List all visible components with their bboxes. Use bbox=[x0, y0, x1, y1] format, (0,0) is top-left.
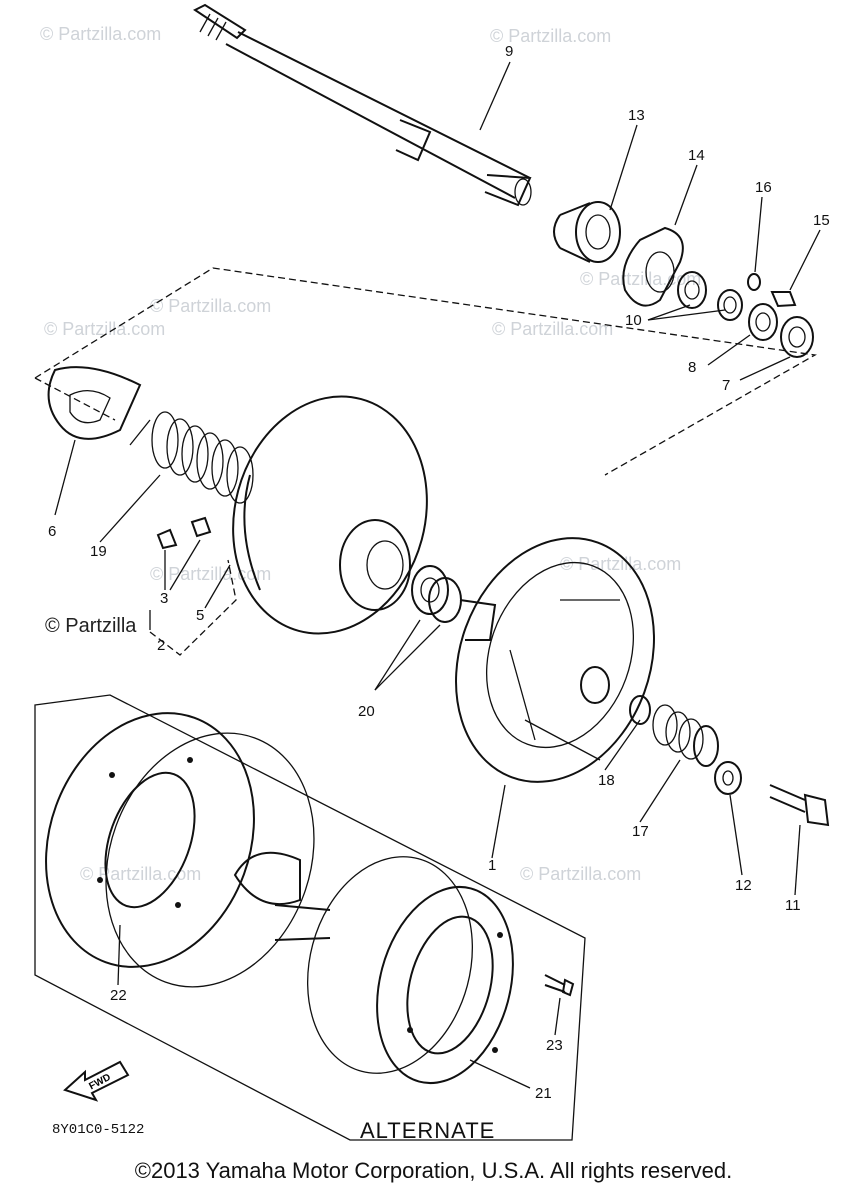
watermark: © Partzilla.com bbox=[40, 24, 161, 44]
part-label: 17 bbox=[632, 823, 649, 840]
part-label: 9 bbox=[505, 43, 513, 60]
watermark: © Partzilla.com bbox=[150, 564, 271, 584]
alternate-outline bbox=[34, 694, 586, 1141]
part-label: 1 bbox=[488, 857, 496, 874]
shaft bbox=[193, 3, 532, 207]
alternate-disc bbox=[45, 712, 315, 988]
part-label: 6 bbox=[48, 523, 56, 540]
copyright-notice: ©2013 Yamaha Motor Corporation, U.S.A. A… bbox=[134, 1158, 733, 1183]
part-label: 22 bbox=[110, 987, 127, 1004]
part-label: 13 bbox=[628, 107, 645, 124]
watermark: © Partzilla.com bbox=[490, 26, 611, 46]
cam bbox=[47, 366, 142, 440]
outline-segment bbox=[34, 377, 116, 421]
part-label: 11 bbox=[785, 897, 801, 914]
leader-lines bbox=[54, 61, 821, 1089]
part-label: 8 bbox=[688, 359, 696, 376]
part-label: 14 bbox=[688, 147, 705, 164]
alternate-label: ALTERNATE bbox=[360, 1118, 495, 1143]
watermark: © Partzilla.com bbox=[520, 864, 641, 884]
collar-washers bbox=[411, 565, 497, 641]
screw bbox=[544, 974, 575, 997]
part-label: 15 bbox=[813, 212, 830, 229]
spring-seat-outline bbox=[149, 559, 237, 656]
watermarks: © Partzilla.com © Partzilla.com © Partzi… bbox=[40, 24, 701, 884]
dashed-outlines bbox=[34, 267, 817, 656]
secondary-sheave-outline bbox=[34, 267, 817, 476]
bearing bbox=[553, 201, 621, 263]
drawing-code: 8Y01C0-5122 bbox=[52, 1122, 144, 1138]
alternate-sheave bbox=[306, 856, 514, 1085]
part-label: 10 bbox=[625, 312, 642, 329]
alternate-hub bbox=[233, 851, 331, 941]
watermark: © Partzilla.com bbox=[560, 554, 681, 574]
pin-and-slider bbox=[156, 516, 212, 550]
part-label: 19 bbox=[90, 543, 107, 560]
part-label: 12 bbox=[735, 877, 752, 894]
watermark: © Partzilla.com bbox=[44, 319, 165, 339]
part-label: 23 bbox=[546, 1037, 563, 1054]
washer-and-bolt bbox=[714, 761, 830, 827]
watermark: © Partzilla.com bbox=[150, 296, 271, 316]
part-label: 7 bbox=[722, 377, 730, 394]
part-label: 5 bbox=[196, 607, 204, 624]
watermark: © Partzilla.com bbox=[80, 864, 201, 884]
spring bbox=[129, 411, 254, 504]
watermark: © Partzilla bbox=[45, 615, 137, 637]
part-label: 18 bbox=[598, 772, 615, 789]
part-label: 2 bbox=[157, 637, 165, 654]
part-label: 16 bbox=[755, 179, 772, 196]
bearing-plate bbox=[622, 226, 684, 307]
collar-and-spring bbox=[629, 695, 719, 767]
part-labels: 9 13 14 16 15 10 8 7 6 19 3 5 2 20 1 18 … bbox=[48, 43, 830, 1102]
part-label: 20 bbox=[358, 703, 375, 720]
watermark: © Partzilla.com bbox=[580, 269, 701, 289]
washers bbox=[677, 271, 814, 358]
fwd-arrow: FWD bbox=[63, 1060, 130, 1102]
sliding-sheave bbox=[455, 537, 655, 783]
watermark: © Partzilla.com bbox=[492, 319, 613, 339]
part-label: 21 bbox=[535, 1085, 552, 1102]
part-label: 3 bbox=[160, 590, 168, 607]
fixed-sheave bbox=[232, 395, 428, 635]
